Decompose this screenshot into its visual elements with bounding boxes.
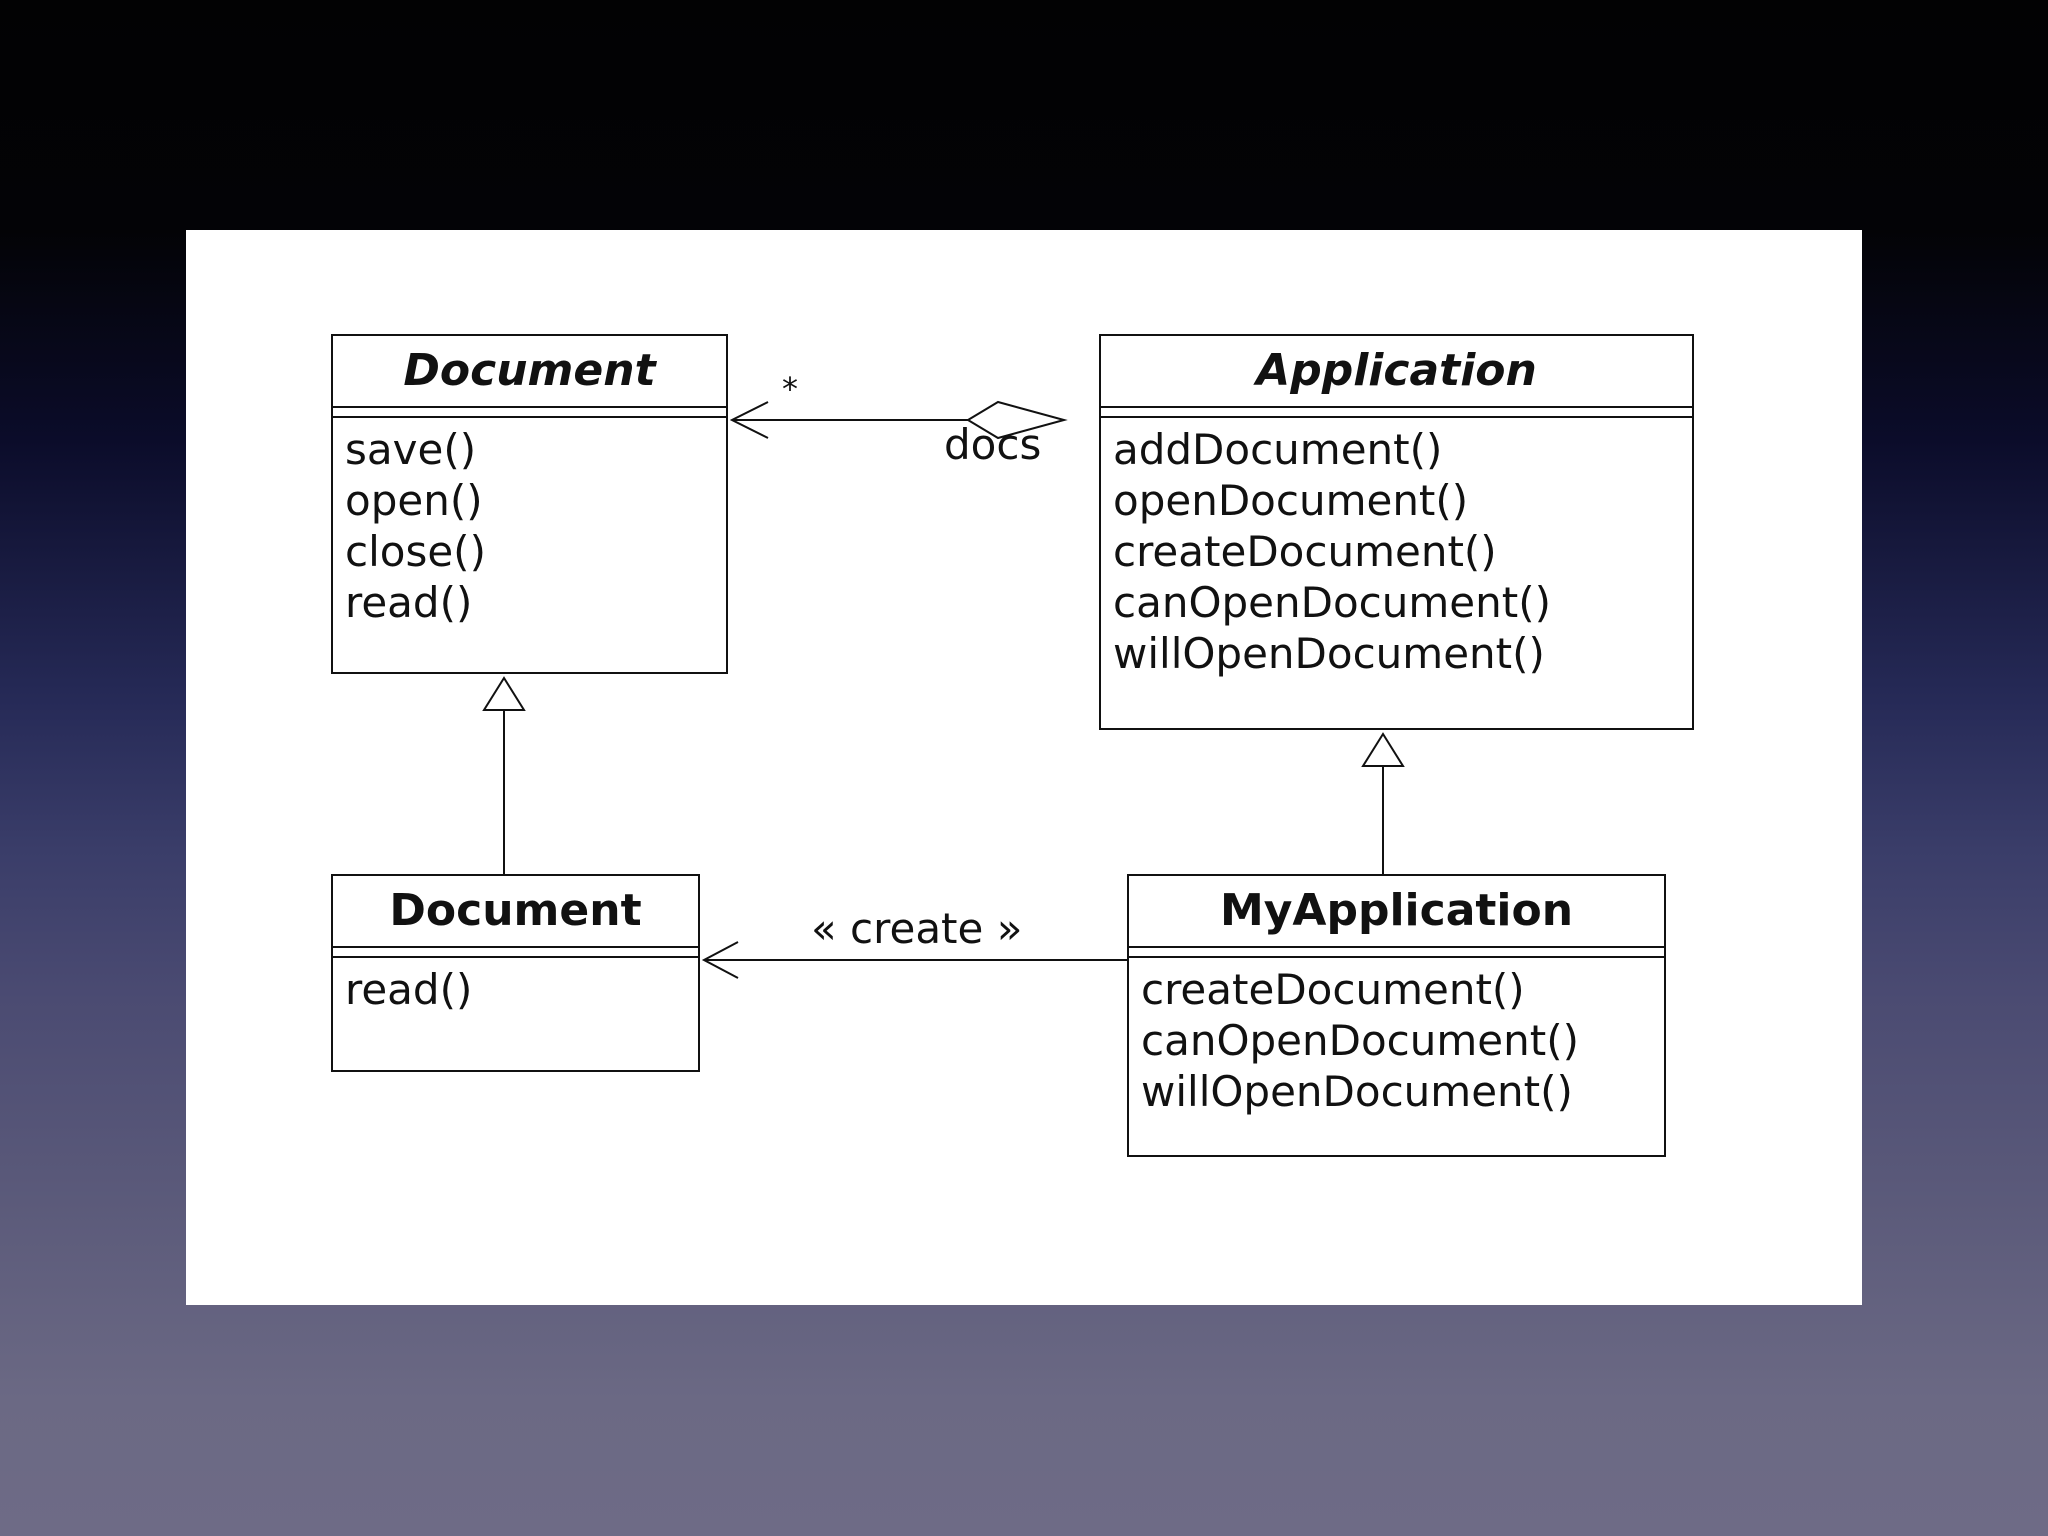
docs-arrowhead bbox=[729, 401, 769, 439]
operations-list: createDocument() canOpenDocument() willO… bbox=[1129, 958, 1664, 1117]
diagram-slide: Document save() open() close() read() Ap… bbox=[186, 230, 1862, 1305]
operation: willOpenDocument() bbox=[1141, 1067, 1573, 1116]
operation: createDocument() bbox=[1141, 965, 1525, 1014]
create-stereotype-label: « create » bbox=[811, 904, 1023, 953]
operation: read() bbox=[345, 578, 473, 627]
class-divider bbox=[1129, 946, 1664, 958]
document-abstract-class: Document save() open() close() read() bbox=[331, 334, 728, 674]
docs-aggregation-diamond bbox=[966, 400, 1068, 440]
operation: save() bbox=[345, 425, 477, 474]
relationship-lines bbox=[482, 400, 1405, 979]
operation: addDocument() bbox=[1113, 425, 1443, 474]
class-name: Document bbox=[403, 345, 656, 396]
application-inheritance-triangle bbox=[1361, 732, 1405, 767]
operation: canOpenDocument() bbox=[1113, 578, 1551, 627]
operation: openDocument() bbox=[1113, 476, 1469, 525]
operations-list: read() bbox=[333, 958, 698, 1015]
operation: read() bbox=[345, 965, 473, 1014]
operations-list: save() open() close() read() bbox=[333, 418, 726, 628]
my-application-class: MyApplication createDocument() canOpenDo… bbox=[1127, 874, 1666, 1157]
operation: willOpenDocument() bbox=[1113, 629, 1545, 678]
class-divider bbox=[1101, 406, 1692, 418]
create-arrowhead bbox=[701, 941, 739, 979]
document-inheritance-triangle bbox=[482, 676, 526, 711]
document-concrete-class: Document read() bbox=[331, 874, 700, 1072]
operation: createDocument() bbox=[1113, 527, 1497, 576]
operation: canOpenDocument() bbox=[1141, 1016, 1579, 1065]
class-name: Application bbox=[1256, 345, 1537, 396]
multiplicity-label: * bbox=[782, 370, 798, 408]
class-divider bbox=[333, 406, 726, 418]
application-abstract-class: Application addDocument() openDocument()… bbox=[1099, 334, 1694, 730]
class-name: Document bbox=[389, 885, 642, 936]
class-name: MyApplication bbox=[1219, 885, 1574, 936]
operations-list: addDocument() openDocument() createDocum… bbox=[1101, 418, 1692, 679]
operation: open() bbox=[345, 476, 483, 525]
class-divider bbox=[333, 946, 698, 958]
docs-role-label: docs bbox=[944, 420, 1042, 469]
operation: close() bbox=[345, 527, 486, 576]
